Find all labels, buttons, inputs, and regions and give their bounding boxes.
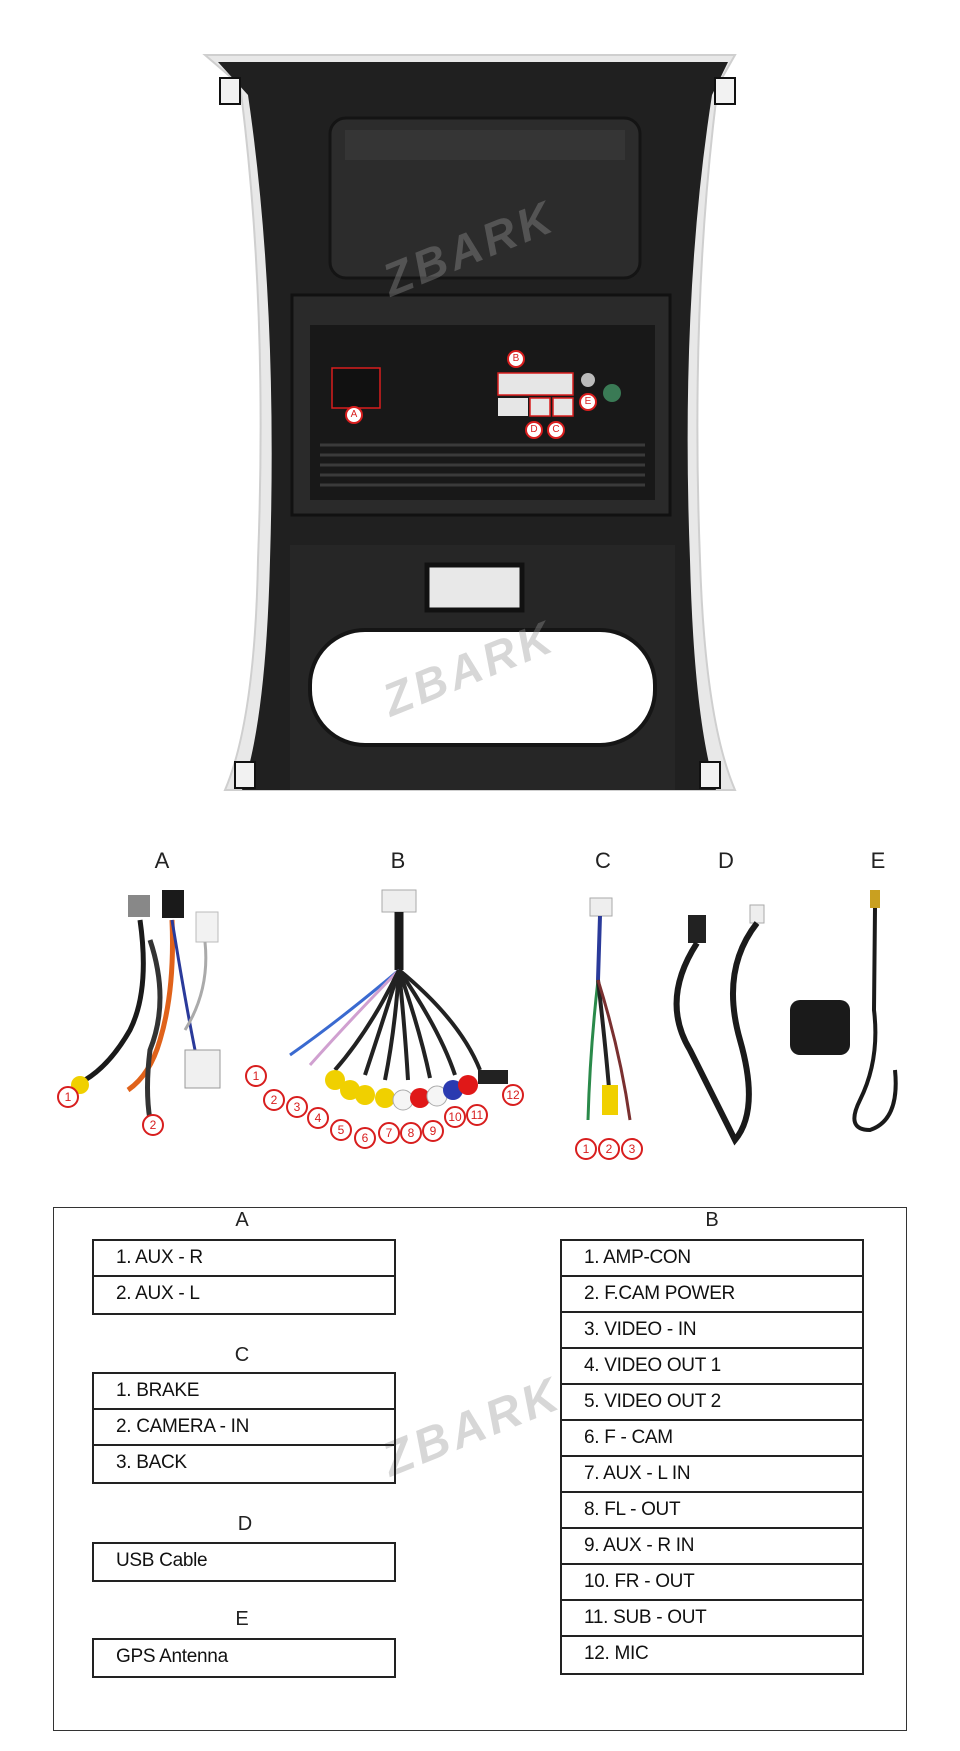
- legend-b-row: 3. VIDEO - IN: [562, 1313, 862, 1349]
- legend-b-row: 12. MIC: [584, 1643, 649, 1664]
- cable-b-number-5: 5: [330, 1119, 352, 1141]
- legend-c-title: C: [234, 1344, 250, 1366]
- panel-marker-d: D: [525, 421, 543, 439]
- cable-a-harness: [71, 890, 221, 1121]
- cable-a-number-2: 2: [142, 1114, 164, 1136]
- legend-c-row: 1. BRAKE: [94, 1374, 394, 1410]
- cable-header-d: D: [718, 848, 734, 873]
- legend-d-title: D: [237, 1513, 253, 1535]
- cable-header-e: E: [870, 848, 886, 873]
- legend-b-row: 9. AUX - R IN: [562, 1529, 862, 1565]
- cable-b-number-3: 3: [286, 1096, 308, 1118]
- dash-panel-graphic: [202, 54, 737, 791]
- legend-b-row: 7. AUX - L IN: [562, 1457, 862, 1493]
- cable-b-number-2: 2: [263, 1089, 285, 1111]
- cable-c-harness: [586, 897, 632, 1121]
- panel-marker-e: E: [579, 393, 597, 411]
- cable-header-b: B: [390, 848, 406, 873]
- legend-b-row: 2. F.CAM POWER: [562, 1277, 862, 1313]
- legend-d-table: USB Cable: [92, 1542, 396, 1582]
- legend-b-row: 11. SUB - OUT: [562, 1601, 862, 1637]
- legend-c-row: 3. BACK: [116, 1452, 187, 1473]
- legend-c-table: 1. BRAKE 2. CAMERA - IN 3. BACK: [92, 1372, 396, 1484]
- cable-c-number-1: 1: [575, 1138, 597, 1160]
- legend-b-row: 5. VIDEO OUT 2: [562, 1385, 862, 1421]
- panel-marker-b: B: [507, 350, 525, 368]
- legend-b-row: 10. FR - OUT: [562, 1565, 862, 1601]
- legend-b-row: 8. FL - OUT: [562, 1493, 862, 1529]
- legend-b-row: 6. F - CAM: [562, 1421, 862, 1457]
- legend-a-table: 1. AUX - R 2. AUX - L: [92, 1239, 396, 1315]
- legend-b-table: 1. AMP-CON 2. F.CAM POWER 3. VIDEO - IN …: [560, 1239, 864, 1675]
- dash-panel-image: ZBARK ZBARK A B E D C: [0, 0, 960, 810]
- legend-a-title: A: [235, 1209, 249, 1231]
- legend-b-title: B: [705, 1209, 719, 1231]
- cable-header-a: A: [154, 848, 170, 873]
- cable-b-number-4: 4: [307, 1107, 329, 1129]
- cable-b-number-10: 10: [444, 1106, 466, 1128]
- cable-b-number-9: 9: [422, 1120, 444, 1142]
- cable-b-number-6: 6: [354, 1127, 376, 1149]
- legend-box: [53, 1207, 907, 1731]
- legend-e-table: GPS Antenna: [92, 1638, 396, 1678]
- cable-b-harness: [289, 889, 508, 1111]
- legend-e-row: GPS Antenna: [116, 1646, 228, 1667]
- cable-c-number-2: 2: [598, 1138, 620, 1160]
- legend-b-row: 1. AMP-CON: [562, 1241, 862, 1277]
- cable-c-number-3: 3: [621, 1138, 643, 1160]
- cable-b-number-8: 8: [400, 1122, 422, 1144]
- legend-d-row: USB Cable: [116, 1550, 208, 1571]
- cable-b-number-11: 11: [466, 1104, 488, 1126]
- legend-a-row: 2. AUX - L: [116, 1283, 200, 1304]
- cable-header-c: C: [595, 848, 611, 873]
- legend-b-row: 4. VIDEO OUT 1: [562, 1349, 862, 1385]
- panel-marker-a: A: [345, 406, 363, 424]
- cable-d-usb: [673, 904, 765, 1146]
- cable-b-number-7: 7: [378, 1122, 400, 1144]
- legend-e-title: E: [235, 1608, 249, 1630]
- legend-a-row: 1. AUX - R: [94, 1241, 394, 1277]
- cable-a-number-1: 1: [57, 1086, 79, 1108]
- cables-graphic: [71, 889, 898, 1146]
- cable-b-number-12: 12: [502, 1084, 524, 1106]
- panel-marker-c: C: [547, 421, 565, 439]
- legend-c-row: 2. CAMERA - IN: [94, 1410, 394, 1446]
- cable-e-gps: [790, 890, 898, 1133]
- cable-b-number-1: 1: [245, 1065, 267, 1087]
